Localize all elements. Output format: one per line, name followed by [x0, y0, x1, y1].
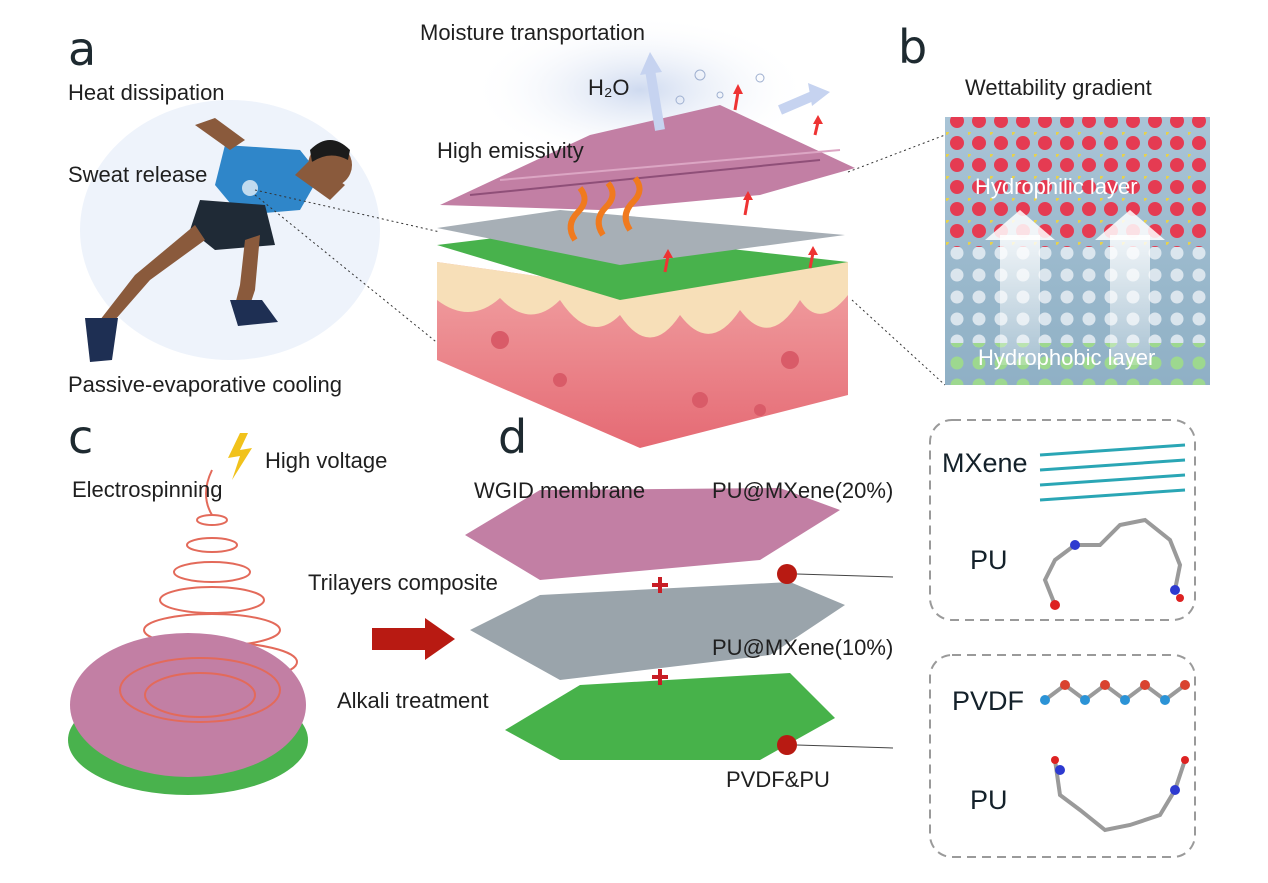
label-pvdf: PVDF: [952, 686, 1025, 716]
electrospinning-illustration: [68, 433, 308, 795]
membrane-stack: [465, 488, 894, 760]
label-alkali-treatment: Alkali treatment: [337, 688, 489, 713]
label-passive-cooling: Passive-evaporative cooling: [68, 372, 342, 397]
label-hydrophilic-layer: Hydrophilic layer: [975, 174, 1138, 199]
process-arrow: [372, 618, 455, 660]
label-wettability-gradient: Wettability gradient: [965, 75, 1152, 100]
panel-label-a: a: [68, 22, 97, 76]
molecule-boxes: [929, 419, 1196, 858]
label-electrospinning: Electrospinning: [72, 477, 223, 502]
label-pu-2: PU: [970, 785, 1008, 815]
label-layer-pu-mxene-20: PU@MXene(20%): [712, 478, 894, 503]
label-trilayers-composite: Trilayers composite: [308, 570, 498, 595]
label-mxene: MXene: [942, 448, 1028, 478]
panel-label-c: c: [68, 410, 94, 464]
panel-label-b: b: [898, 20, 928, 74]
label-layer-pu-mxene-10: PU@MXene(10%): [712, 635, 894, 660]
label-high-emissivity: High emissivity: [437, 138, 584, 163]
connector-lines: [254, 134, 946, 386]
wettability-box: [945, 117, 1210, 385]
runner-illustration: [80, 100, 380, 362]
label-sweat-release: Sweat release: [68, 162, 208, 187]
label-h2o: H₂O: [588, 75, 630, 100]
label-hydrophobic-layer: Hydrophobic layer: [978, 345, 1156, 370]
fabric-block: [437, 15, 855, 448]
label-pu-1: PU: [970, 545, 1008, 575]
label-heat-dissipation: Heat dissipation: [68, 80, 225, 105]
panel-label-d: d: [498, 410, 528, 464]
label-high-voltage: High voltage: [265, 448, 388, 473]
label-wgid-membrane: WGID membrane: [474, 478, 646, 503]
label-moisture-transportation: Moisture transportation: [420, 20, 645, 45]
label-layer-pvdf-pu: PVDF&PU: [726, 767, 830, 792]
